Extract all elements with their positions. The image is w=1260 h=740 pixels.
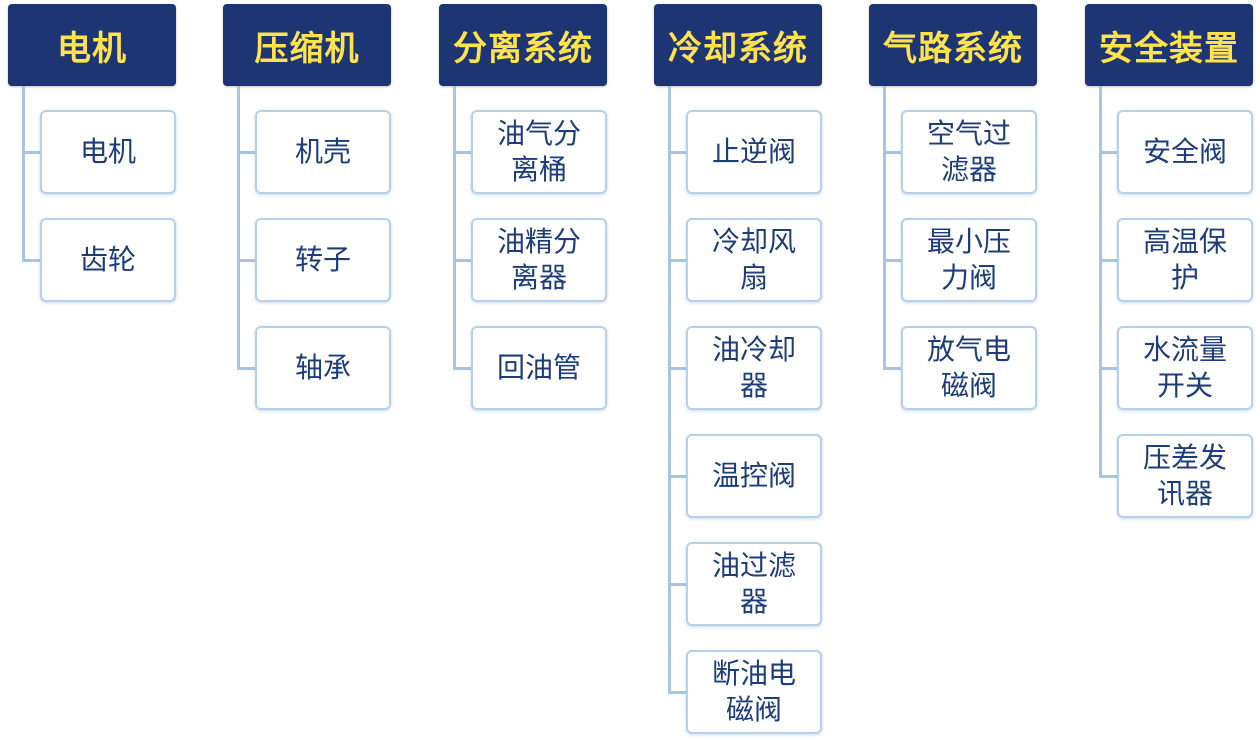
column-1: 电机电机齿轮: [8, 4, 178, 734]
connector-horizontal: [668, 259, 686, 262]
component-box: 油过滤器: [686, 542, 822, 626]
connector-horizontal: [1099, 259, 1117, 262]
connector-horizontal: [237, 151, 255, 154]
component-box: 压差发讯器: [1117, 434, 1253, 518]
connector-vertical: [453, 86, 456, 370]
connector-horizontal: [1099, 151, 1117, 154]
component-box: 油精分离器: [471, 218, 607, 302]
connector-horizontal: [22, 259, 40, 262]
connector-vertical: [22, 86, 25, 262]
connector-vertical: [883, 86, 886, 370]
connector-horizontal: [453, 151, 471, 154]
connector-horizontal: [668, 691, 686, 694]
column-2: 压缩机机壳转子轴承: [223, 4, 393, 734]
category-header: 安全装置: [1085, 4, 1253, 86]
connector-horizontal: [453, 367, 471, 370]
component-box: 电机: [40, 110, 176, 194]
component-box: 温控阀: [686, 434, 822, 518]
connector-horizontal: [883, 151, 901, 154]
component-box: 高温保护: [1117, 218, 1253, 302]
component-box: 止逆阀: [686, 110, 822, 194]
component-box: 转子: [255, 218, 391, 302]
component-box: 水流量开关: [1117, 326, 1253, 410]
component-box: 断油电磁阀: [686, 650, 822, 734]
component-box: 安全阀: [1117, 110, 1253, 194]
component-box: 冷却风扇: [686, 218, 822, 302]
connector-vertical: [237, 86, 240, 370]
connector-vertical: [1099, 86, 1102, 478]
component-box: 放气电磁阀: [901, 326, 1037, 410]
component-box: 回油管: [471, 326, 607, 410]
component-box: 机壳: [255, 110, 391, 194]
connector-horizontal: [1099, 367, 1117, 370]
connector-horizontal: [237, 259, 255, 262]
category-header: 气路系统: [869, 4, 1037, 86]
connector-horizontal: [668, 475, 686, 478]
connector-horizontal: [668, 367, 686, 370]
connector-horizontal: [883, 367, 901, 370]
component-box: 最小压力阀: [901, 218, 1037, 302]
component-box: 油气分离桶: [471, 110, 607, 194]
connector-horizontal: [668, 583, 686, 586]
component-box: 轴承: [255, 326, 391, 410]
component-box: 齿轮: [40, 218, 176, 302]
connector-vertical: [668, 86, 671, 694]
connector-horizontal: [453, 259, 471, 262]
connector-horizontal: [668, 151, 686, 154]
column-3: 分离系统油气分离桶油精分离器回油管: [439, 4, 609, 734]
category-header: 冷却系统: [654, 4, 822, 86]
component-box: 空气过滤器: [901, 110, 1037, 194]
connector-horizontal: [237, 367, 255, 370]
column-5: 气路系统空气过滤器最小压力阀放气电磁阀: [869, 4, 1039, 734]
category-header: 压缩机: [223, 4, 391, 86]
category-header: 分离系统: [439, 4, 607, 86]
connector-horizontal: [1099, 475, 1117, 478]
column-4: 冷却系统止逆阀冷却风扇油冷却器温控阀油过滤器断油电磁阀: [654, 4, 824, 734]
column-6: 安全装置安全阀高温保护水流量开关压差发讯器: [1085, 4, 1255, 734]
connector-horizontal: [883, 259, 901, 262]
category-header: 电机: [8, 4, 176, 86]
component-box: 油冷却器: [686, 326, 822, 410]
connector-horizontal: [22, 151, 40, 154]
